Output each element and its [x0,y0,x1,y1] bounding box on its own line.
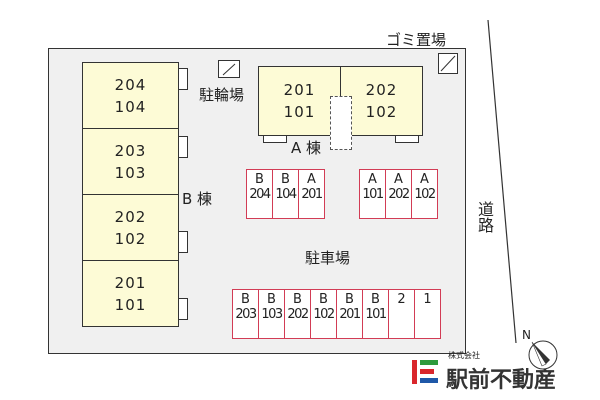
parking-label: 駐車場 [305,249,351,267]
north-label: N [522,328,531,342]
parking-space-unit: 102 [414,187,436,202]
company-logo [410,356,442,388]
parking-space-unit: 102 [313,307,335,322]
logo-mark-icon [412,360,438,384]
b-unit-203-103: 203 103 [82,128,179,195]
parking-space-building: B [267,292,276,307]
parking-space-unit: 202 [388,187,410,202]
parking-space-unit: 101 [365,307,387,322]
b-unit-204-104: 204 104 [82,62,179,129]
road-label-2: 路 [478,216,495,235]
parking-space: 1 [414,289,441,339]
parking-space-building: B [371,292,380,307]
unit-lower-number: 102 [365,103,398,121]
road-boundary [487,19,517,344]
a-unit-202-102: 202 102 [340,66,423,136]
parking-space-unit: 201 [339,307,361,322]
bike-parking-icon [218,60,240,78]
b-building-label: B 棟 [182,190,213,208]
parking-space-building: B [293,292,302,307]
unit-lower-number: 104 [114,97,147,116]
garbage-label: ゴミ置場 [386,31,447,49]
parking-space-building: B [281,172,290,187]
parking-space-building: B [241,292,250,307]
parking-space-unit: 104 [275,187,297,202]
compass: N [518,328,560,372]
unit-upper-number: 203 [114,141,147,160]
parking-space-building: B [255,172,264,187]
company-name: 駅前不動産 [446,368,557,393]
balcony-notch [178,68,188,90]
b-unit-202-102: 202 102 [82,194,179,261]
stair-area [330,96,352,150]
unit-lower-number: 102 [114,229,147,248]
a-building-label: A 棟 [291,139,322,157]
parking-space-building: A [420,172,429,187]
unit-upper-number: 202 [365,81,398,99]
parking-space-unit: 103 [261,307,283,322]
bike-parking-label: 駐輪場 [199,86,245,104]
parking-space-building: A [307,172,316,187]
company-type-label: 株式会社 [448,351,480,360]
b-unit-201-101: 201 101 [82,260,179,327]
parking-space: 2 [388,289,415,339]
balcony-notch [263,135,287,143]
a-unit-201-101: 201 101 [258,66,341,136]
parking-space-unit: 202 [287,307,309,322]
parking-space-building: B [345,292,354,307]
balcony-notch [178,231,188,253]
parking-space-unit: 204 [249,187,271,202]
unit-upper-number: 204 [114,75,147,94]
balcony-notch [178,298,188,320]
parking-space-building: A [368,172,377,187]
parking-space-building: 1 [423,292,432,307]
road-label-1: 道 [478,200,495,219]
unit-lower-number: 101 [283,103,316,121]
garbage-box [438,53,458,74]
north-arrow-icon [528,340,558,370]
unit-upper-number: 202 [114,207,147,226]
balcony-notch [395,135,419,143]
parking-space-unit: 203 [235,307,257,322]
unit-lower-number: 103 [114,163,147,182]
parking-space-building: 2 [397,292,406,307]
parking-space-building: B [319,292,328,307]
parking-space-unit: 101 [362,187,384,202]
parking-space-unit: 201 [301,187,323,202]
balcony-notch [178,136,188,158]
unit-upper-number: 201 [283,81,316,99]
unit-lower-number: 101 [114,295,147,314]
parking-space-building: A [394,172,403,187]
unit-upper-number: 201 [114,273,147,292]
